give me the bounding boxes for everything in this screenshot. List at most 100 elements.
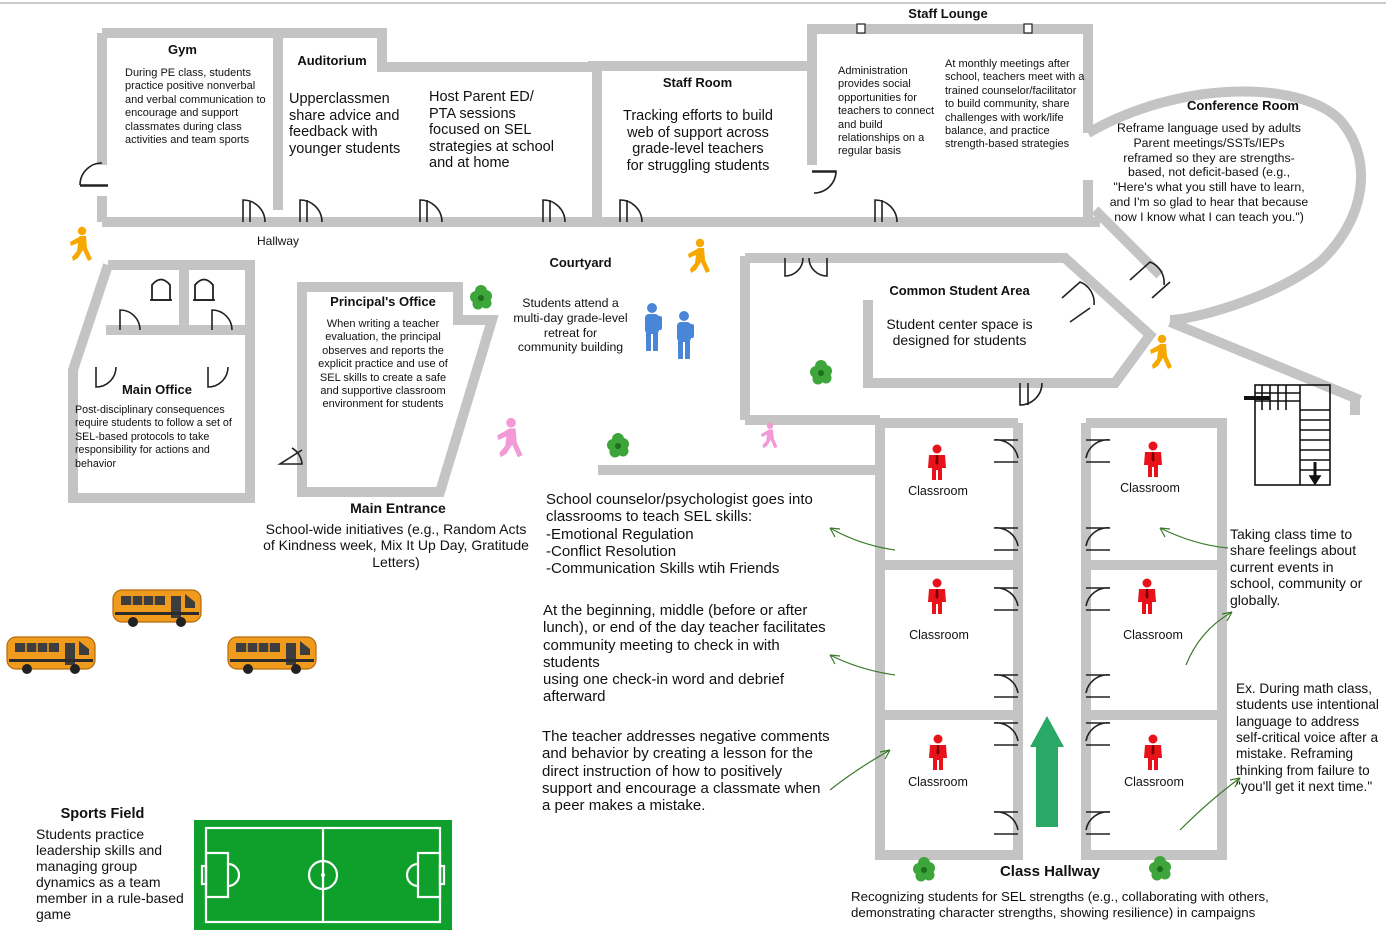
tree-icon <box>810 360 832 385</box>
hallway-south-wall <box>745 253 1157 388</box>
student-running-icon <box>761 422 778 449</box>
door-common-area-north <box>784 257 828 277</box>
door-gym-west <box>79 162 108 187</box>
teacher-icon <box>929 734 947 770</box>
doors <box>79 162 1171 835</box>
teacher-icon <box>1138 578 1156 614</box>
person-walking-icon <box>688 238 710 273</box>
door-auditorium-3 <box>542 199 566 223</box>
stairs-icon <box>1244 384 1331 486</box>
teacher-icon <box>928 578 946 614</box>
tree-icon <box>913 857 935 882</box>
courtyard-text: Students attend a multi-day grade-level … <box>513 296 628 355</box>
auditorium-text-right: Host Parent ED/ PTA sessions focused on … <box>429 89 554 172</box>
student-backpack-icon <box>677 311 694 359</box>
principal-office-text: When writing a teacher evaluation, the p… <box>318 318 448 411</box>
classroom-label: Classroom <box>908 484 968 498</box>
conference-room-title: Conference Room <box>1187 98 1299 113</box>
arrow-feelings <box>1159 527 1229 549</box>
students-blue <box>645 303 694 359</box>
east-exit-wall <box>1168 317 1362 405</box>
classroom-doors-right <box>1085 439 1111 835</box>
tree-icon <box>470 285 492 310</box>
door-common-area-east <box>1061 281 1095 323</box>
door-auditorium-2 <box>419 199 443 223</box>
door-conference <box>1129 261 1171 299</box>
up-arrow-icon <box>1030 716 1064 827</box>
students-pink <box>497 417 778 458</box>
school-bus-icon <box>227 636 317 675</box>
staff-lounge-text-left: Administration provides social opportuni… <box>838 65 935 158</box>
classroom-doors-left <box>993 439 1019 835</box>
student-running-icon <box>497 417 523 458</box>
door-restroom-right <box>211 309 233 331</box>
door-principal <box>277 447 303 465</box>
conference-room-south-wall <box>1091 206 1164 279</box>
main-entrance-title: Main Entrance <box>350 500 446 516</box>
toilet-icon <box>150 278 172 301</box>
classroom-label: Classroom <box>908 775 968 789</box>
conference-room-text: Reframe language used by adults Parent m… <box>1109 121 1309 224</box>
door-main-office-2 <box>207 366 229 388</box>
arrow-negative-comments <box>829 749 891 791</box>
class-hallway-text: Recognizing students for SEL strengths (… <box>851 889 1269 920</box>
door-restroom-left <box>119 309 141 331</box>
arrow-counselor <box>829 527 896 551</box>
door-gym <box>242 199 266 223</box>
door-common-area-south <box>1019 382 1043 406</box>
arrow-feelings-2 <box>1185 611 1233 666</box>
school-bus-icon <box>112 589 202 628</box>
classroom-label: Classroom <box>1120 481 1180 495</box>
arrow-community-meeting <box>829 654 896 676</box>
door-staff-lounge <box>874 199 898 223</box>
community-meeting-annotation: At the beginning, middle (before or afte… <box>543 602 826 706</box>
annotation-arrows <box>829 527 1241 831</box>
common-area-title: Common Student Area <box>889 283 1030 298</box>
gym-title: Gym <box>168 42 197 57</box>
main-office-text: Post-disciplinary consequences require s… <box>75 404 232 470</box>
upper-building-outline <box>102 24 1093 133</box>
classroom-block-left <box>875 418 1023 860</box>
walls <box>68 24 1366 860</box>
staff-room-title: Staff Room <box>662 75 733 90</box>
gym-text: During PE class, students practice posit… <box>125 67 266 147</box>
conference-room-wall <box>1085 86 1366 325</box>
courtyard-title: Courtyard <box>549 255 612 270</box>
class-hallway-title: Class Hallway <box>999 863 1101 880</box>
sports-field-title: Sports Field <box>60 806 145 822</box>
negative-comments-annotation: The teacher addresses negative comments … <box>542 728 830 814</box>
teacher-icon <box>928 444 946 480</box>
door-auditorium-1 <box>299 199 323 223</box>
classroom-label: Classroom <box>1123 628 1183 642</box>
door-staff-room <box>619 199 643 223</box>
auditorium-text-left: Upperclassmen share advice and feedback … <box>289 91 401 157</box>
person-walking-icon <box>1150 334 1172 369</box>
tree-icon <box>607 433 629 458</box>
door-main-office-1 <box>95 366 117 388</box>
main-office-title: Main Office <box>121 382 193 397</box>
staff-room-text: Tracking efforts to build web of support… <box>623 108 773 174</box>
classroom-block-right <box>1081 418 1227 860</box>
toilet-icon <box>193 278 215 301</box>
common-area-text: Student center space is designed for stu… <box>886 316 1033 349</box>
main-entrance-text: School-wide initiatives (e.g., Random Ac… <box>263 521 529 570</box>
toilet-icons <box>150 278 215 301</box>
classroom-label: Classroom <box>909 628 969 642</box>
staff-lounge-text-right: At monthly meetings after school, teache… <box>945 58 1085 151</box>
soccer-field-icon <box>194 820 452 930</box>
staff-lounge-title: Staff Lounge <box>908 6 988 21</box>
office-block-wall <box>68 260 255 503</box>
teacher-icon <box>1144 441 1162 477</box>
principal-office-wall <box>297 282 499 497</box>
feelings-annotation: Taking class time to share feelings abou… <box>1230 526 1363 608</box>
door-gaps <box>97 140 1095 197</box>
person-walking-icon <box>70 226 92 261</box>
student-backpack-icon <box>645 303 662 351</box>
sports-field-text: Students practice leadership skills and … <box>36 826 184 923</box>
counselor-annotation: School counselor/psychologist goes into … <box>546 491 813 577</box>
arrow-math <box>1179 777 1241 831</box>
teacher-icon <box>1144 734 1162 770</box>
math-class-annotation: Ex. During math class, students use inte… <box>1236 681 1379 794</box>
staff-lounge-windows <box>856 23 1033 34</box>
